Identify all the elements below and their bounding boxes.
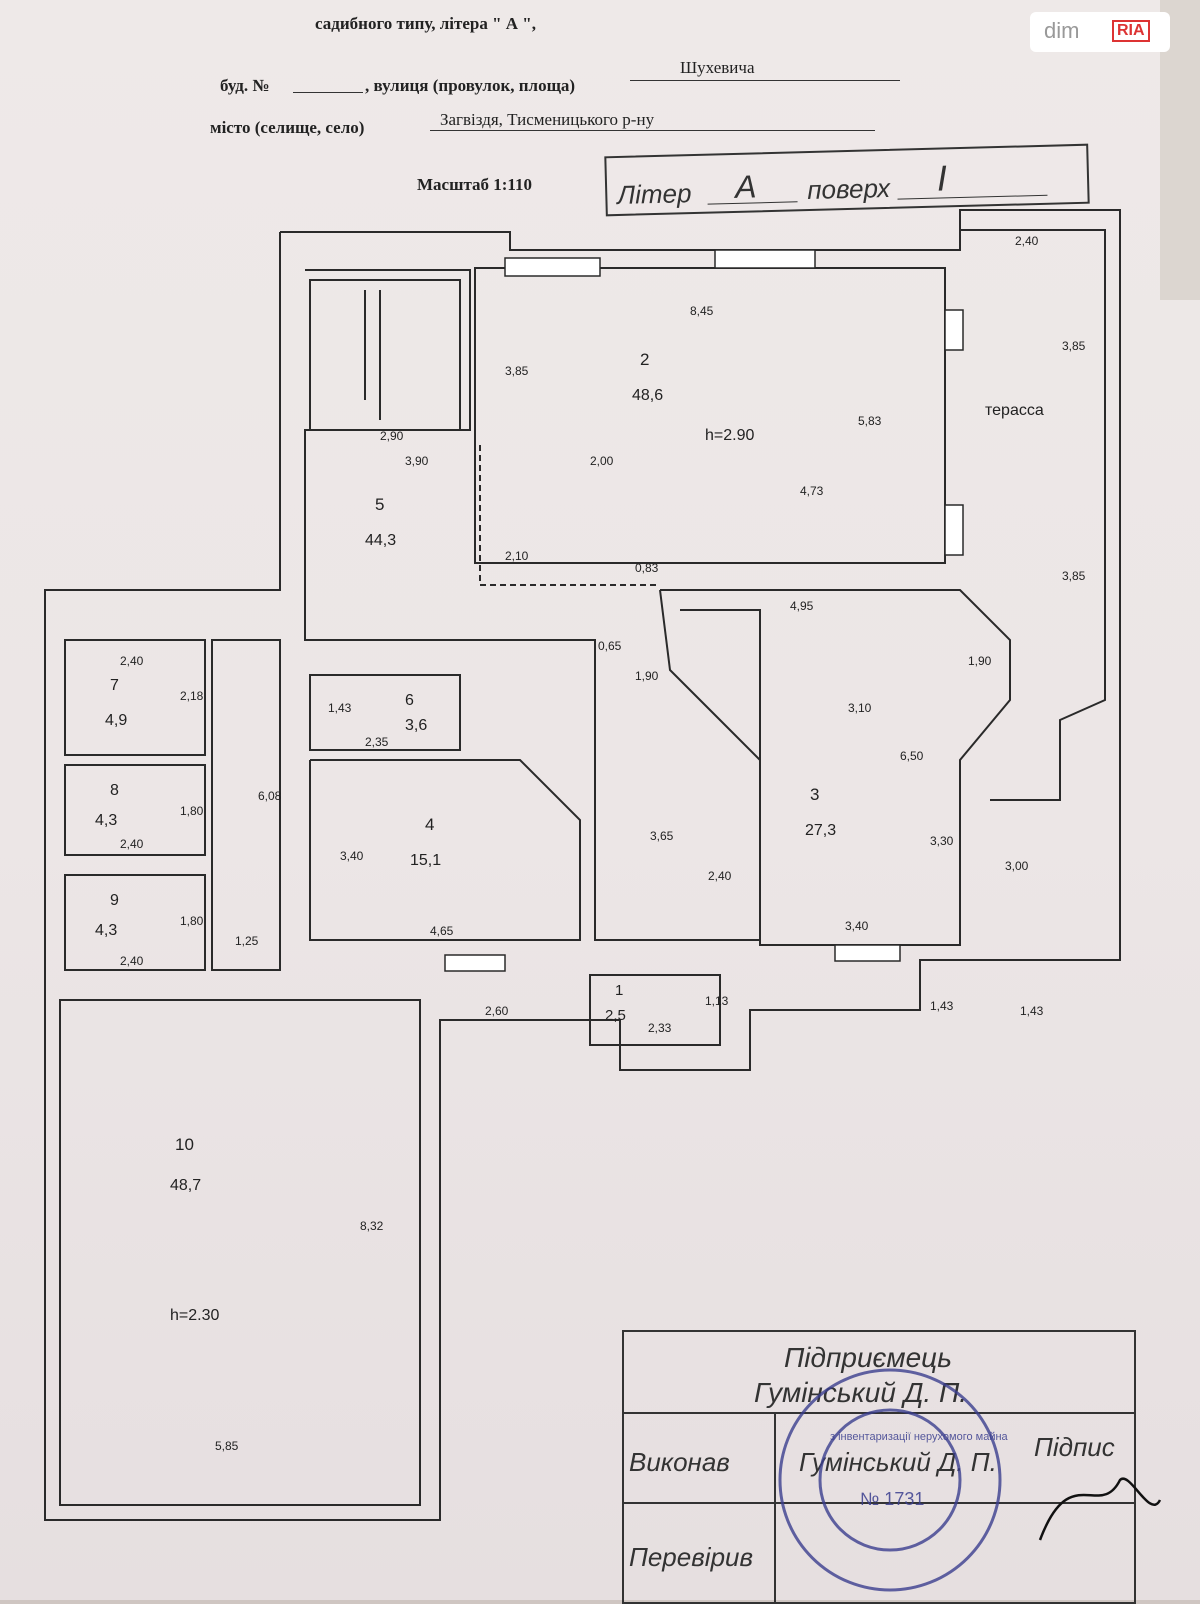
room-9-num: 9 [110, 892, 119, 909]
svg-text:0,83: 0,83 [635, 561, 659, 575]
room-10-num: 10 [175, 1135, 194, 1154]
watermark-logo: dim RIA [1030, 12, 1170, 52]
svg-text:8,45: 8,45 [690, 304, 714, 318]
height-garage: h=2.30 [170, 1307, 219, 1324]
street-line [630, 80, 900, 81]
svg-text:3,85: 3,85 [505, 364, 529, 378]
room-6-num: 6 [405, 692, 414, 709]
street-label: , вулиця (провулок, площа) [365, 76, 576, 95]
svg-text:2,40: 2,40 [120, 654, 144, 668]
svg-text:2,40: 2,40 [120, 954, 144, 968]
room-1-wall [589, 974, 721, 1046]
svg-text:1,43: 1,43 [1020, 1004, 1044, 1018]
city-label: місто (селище, село) [210, 118, 365, 137]
signature-block: Підприємець Гумінський Д. П. Виконав Гум… [622, 1330, 1136, 1604]
room-5-area: 44,3 [365, 532, 396, 549]
dimension-labels: 2,40 8,45 3,85 5,83 3,85 2,90 3,90 2,00 … [120, 234, 1086, 1453]
svg-text:2,40: 2,40 [120, 837, 144, 851]
room-4-wall [309, 759, 581, 941]
svg-text:3,10: 3,10 [848, 701, 872, 715]
room-1-area: 2,5 [605, 1007, 626, 1024]
room-3-num: 3 [810, 785, 819, 804]
svg-text:3,65: 3,65 [650, 829, 674, 843]
room-2-wall [474, 267, 946, 564]
svg-text:1,90: 1,90 [635, 669, 659, 683]
room-6-wall [309, 674, 461, 751]
svg-text:4,65: 4,65 [430, 924, 454, 938]
room-7-num: 7 [110, 677, 119, 694]
room-10-wall [59, 999, 421, 1506]
svg-text:0,65: 0,65 [598, 639, 622, 653]
street-value: Шухевича [680, 58, 755, 77]
room-6-area: 3,6 [405, 717, 427, 734]
svg-text:2,33: 2,33 [648, 1021, 672, 1035]
room-8-num: 8 [110, 782, 119, 799]
terrace-label: терасса [985, 402, 1044, 419]
svg-text:1,43: 1,43 [328, 701, 352, 715]
outer-wall [44, 209, 1121, 1521]
svg-text:2,18: 2,18 [180, 689, 204, 703]
svg-text:1,80: 1,80 [180, 804, 204, 818]
city-line [430, 130, 875, 131]
svg-text:3,85: 3,85 [1062, 339, 1086, 353]
svg-text:3,85: 3,85 [1062, 569, 1086, 583]
room-3-wall [659, 589, 1011, 946]
svg-text:2,40: 2,40 [1015, 234, 1039, 248]
room-1-num: 1 [615, 982, 623, 999]
svg-text:1,13: 1,13 [705, 994, 729, 1008]
room-10-area: 48,7 [170, 1177, 201, 1194]
svg-text:1,90: 1,90 [968, 654, 992, 668]
room-5-num: 5 [375, 495, 384, 514]
svg-text:5,85: 5,85 [215, 1439, 239, 1453]
svg-text:6,50: 6,50 [900, 749, 924, 763]
svg-text:4,73: 4,73 [800, 484, 824, 498]
room-7-wall [64, 639, 206, 756]
room-5-wall [304, 269, 761, 941]
room-4-num: 4 [425, 815, 434, 834]
windows [444, 249, 964, 972]
header-line1: садибного типу, літера " А ", [315, 14, 536, 33]
svg-text:3,40: 3,40 [845, 919, 869, 933]
corridor-wall [211, 639, 281, 971]
stairs [309, 279, 461, 431]
room-8-area: 4,3 [95, 812, 117, 829]
svg-text:2,40: 2,40 [708, 869, 732, 883]
terrace-wall [960, 229, 1106, 801]
room-4-area: 15,1 [410, 852, 441, 869]
scale-label: Масштаб 1:110 [417, 175, 532, 194]
room-3-area: 27,3 [805, 822, 836, 839]
svg-text:1,25: 1,25 [235, 934, 259, 948]
svg-text:2,90: 2,90 [380, 429, 404, 443]
svg-text:2,00: 2,00 [590, 454, 614, 468]
svg-text:3,30: 3,30 [930, 834, 954, 848]
svg-text:8,32: 8,32 [360, 1219, 384, 1233]
svg-text:3,40: 3,40 [340, 849, 364, 863]
svg-text:4,95: 4,95 [790, 599, 814, 613]
room-9-area: 4,3 [95, 922, 117, 939]
svg-text:5,83: 5,83 [858, 414, 882, 428]
svg-text:1,43: 1,43 [930, 999, 954, 1013]
svg-text:2,35: 2,35 [365, 735, 389, 749]
city-value: Загвіздя, Тисменицького р-ну [440, 110, 655, 129]
svg-text:3,00: 3,00 [1005, 859, 1029, 873]
room-8-wall [64, 764, 206, 856]
room-2-num: 2 [640, 350, 649, 369]
room-7-area: 4,9 [105, 712, 127, 729]
height-main: h=2.90 [705, 427, 754, 444]
room-9-wall [64, 874, 206, 971]
room-2-area: 48,6 [632, 387, 663, 404]
svg-text:2,60: 2,60 [485, 1004, 509, 1018]
svg-text:1,80: 1,80 [180, 914, 204, 928]
house-number-line [293, 92, 363, 93]
svg-text:2,10: 2,10 [505, 549, 529, 563]
house-label: буд. № [220, 76, 270, 95]
svg-text:6,08: 6,08 [258, 789, 282, 803]
svg-text:3,90: 3,90 [405, 454, 429, 468]
